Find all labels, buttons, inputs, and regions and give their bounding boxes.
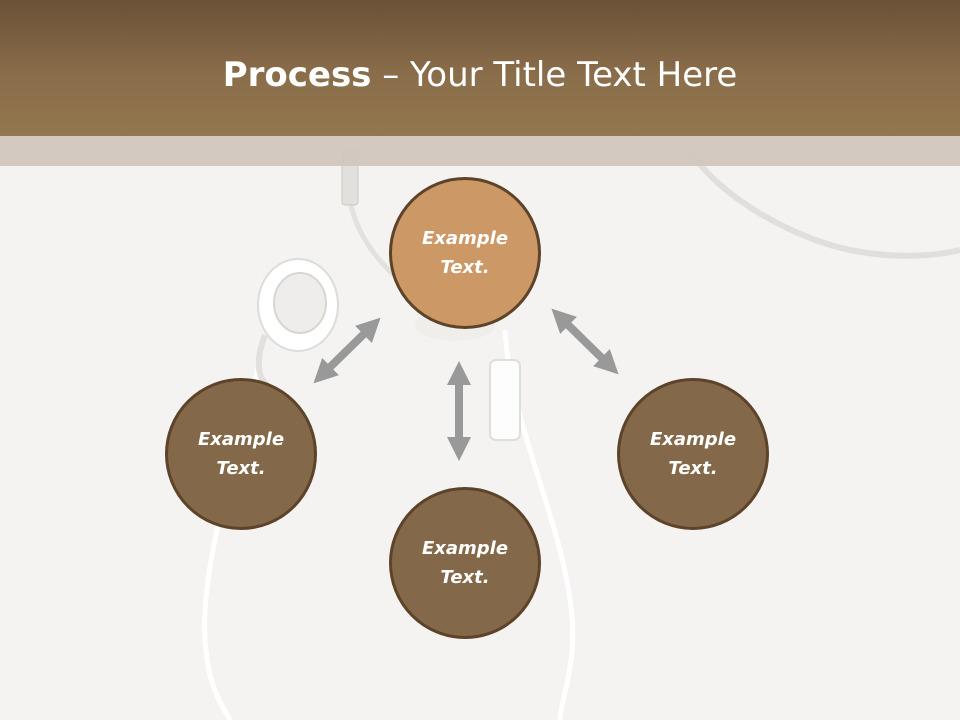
header-band	[0, 0, 960, 136]
process-node-bottom[interactable]: Example Text.	[389, 487, 541, 639]
node-label-top: Example Text.	[421, 228, 509, 278]
node-label-bottom: Example Text.	[421, 538, 509, 588]
process-node-left[interactable]: Example Text.	[165, 378, 317, 530]
slide-title: Process – Your Title Text Here	[0, 48, 960, 102]
arrow-left-top	[313, 317, 381, 384]
title-bold-part: Process	[222, 55, 372, 95]
header-stripe	[0, 136, 960, 166]
title-rest-part: – Your Title Text Here	[371, 55, 738, 95]
process-node-right[interactable]: Example Text.	[617, 378, 769, 530]
node-label-left: Example Text.	[197, 429, 285, 479]
arrow-top-right	[551, 308, 619, 375]
process-node-top[interactable]: Example Text.	[389, 177, 541, 329]
node-label-right: Example Text.	[649, 429, 737, 479]
